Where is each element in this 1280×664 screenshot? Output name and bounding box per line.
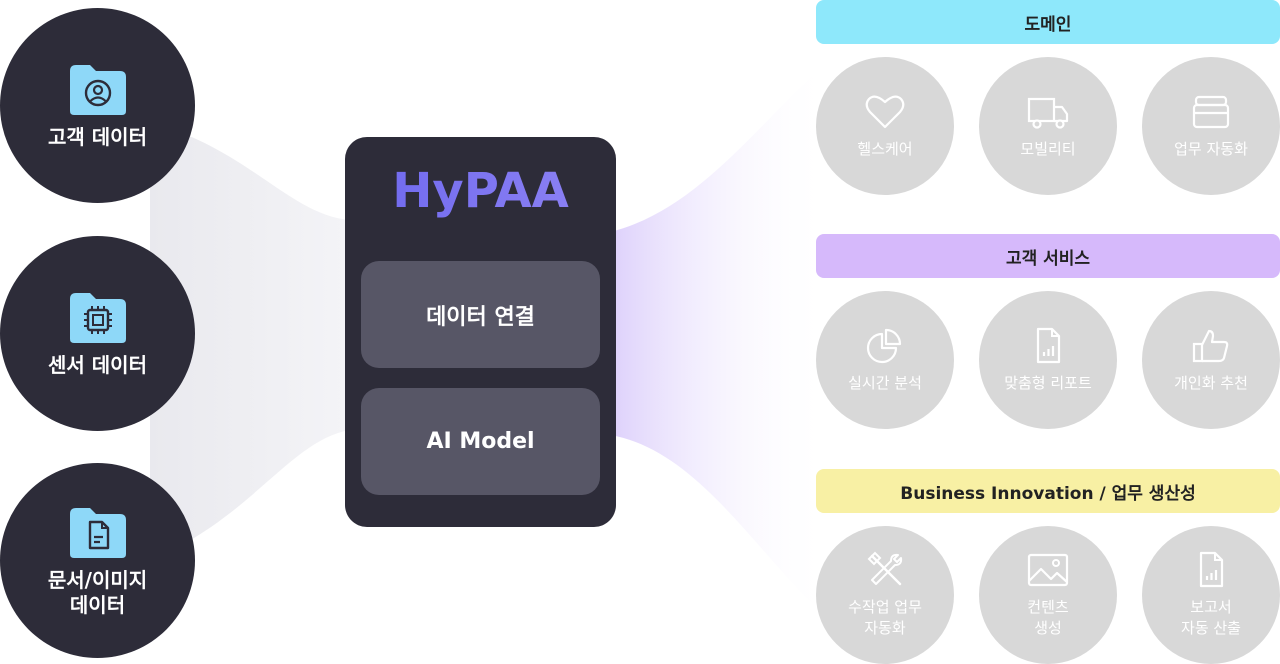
data-connection-box: 데이터 연결 bbox=[361, 261, 600, 368]
item-realtime-analysis: 실시간 분석 bbox=[816, 291, 954, 429]
item-label: 맞춤형 리포트 bbox=[1004, 373, 1092, 392]
item-label: 보고서 자동 산출 bbox=[1181, 598, 1241, 637]
item-work-automation: 업무 자동화 bbox=[1142, 57, 1280, 195]
source-sensor-data: 센서 데이터 bbox=[0, 236, 195, 431]
item-personalized-recommendation: 개인화 추천 bbox=[1142, 291, 1280, 429]
item-label: 개인화 추천 bbox=[1174, 373, 1248, 392]
user-folder-icon bbox=[69, 65, 126, 115]
item-label: 수작업 업무 자동화 bbox=[848, 598, 922, 637]
pie-chart-icon bbox=[866, 328, 902, 363]
source-document-image-data: 문서/이미지 데이터 bbox=[0, 463, 195, 658]
item-content-generation: 컨텐츠 생성 bbox=[979, 526, 1117, 664]
source-label: 고객 데이터 bbox=[48, 125, 147, 149]
report-icon bbox=[1036, 327, 1061, 363]
item-automatic-report: 보고서 자동 산출 bbox=[1142, 526, 1280, 664]
item-healthcare: 헬스케어 bbox=[816, 57, 954, 195]
source-customer-data: 고객 데이터 bbox=[0, 8, 195, 203]
group-header-business-innovation: Business Innovation / 업무 생산성 bbox=[816, 469, 1280, 513]
item-mobility: 모빌리티 bbox=[979, 57, 1117, 195]
item-label: 모빌리티 bbox=[1020, 139, 1076, 158]
item-label: 헬스케어 bbox=[857, 139, 913, 158]
archive-icon bbox=[1192, 95, 1230, 128]
hypaa-hub: HyPAA 데이터 연결 AI Model bbox=[345, 137, 616, 527]
left-flow-ribbon bbox=[150, 122, 350, 560]
truck-icon bbox=[1027, 97, 1069, 129]
heart-icon bbox=[865, 95, 905, 128]
document-folder-icon bbox=[69, 507, 126, 558]
item-label: 실시간 분석 bbox=[848, 373, 922, 392]
image-icon bbox=[1027, 553, 1069, 587]
source-label: 문서/이미지 데이터 bbox=[47, 567, 148, 617]
item-label: 컨텐츠 생성 bbox=[1027, 598, 1069, 637]
group-header-domain: 도메인 bbox=[816, 0, 1280, 44]
item-label: 업무 자동화 bbox=[1174, 139, 1248, 158]
item-manual-task-automation: 수작업 업무 자동화 bbox=[816, 526, 954, 664]
item-custom-report: 맞춤형 리포트 bbox=[979, 291, 1117, 429]
chip-folder-icon bbox=[69, 293, 126, 343]
thumbs-up-icon bbox=[1192, 329, 1229, 362]
chart-document-icon bbox=[1199, 551, 1224, 588]
tools-icon bbox=[867, 551, 903, 586]
hub-title: HyPAA bbox=[345, 163, 616, 219]
source-label: 센서 데이터 bbox=[48, 353, 147, 377]
group-header-customer-service: 고객 서비스 bbox=[816, 234, 1280, 278]
right-flow-ribbon bbox=[610, 60, 830, 620]
ai-model-box: AI Model bbox=[361, 388, 600, 495]
